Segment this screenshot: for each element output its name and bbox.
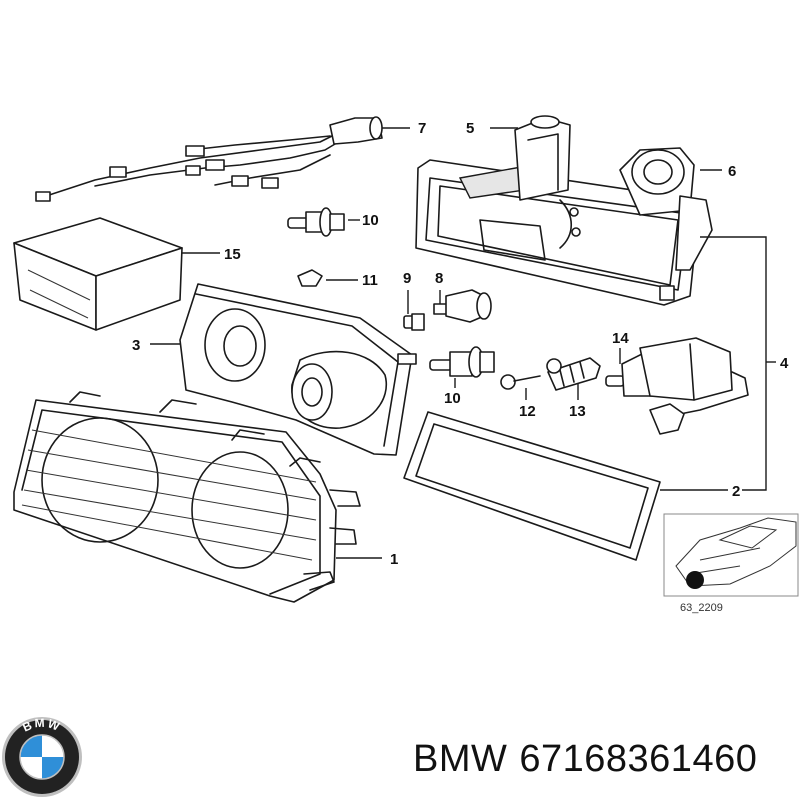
part-number: 67168361460 [519, 738, 758, 780]
part-10-bulb-top [287, 207, 345, 237]
callout-11: 11 [362, 272, 378, 289]
inset-car-thumbnail: 63_2209 [663, 513, 799, 614]
callout-15: 15 [224, 246, 241, 263]
callout-3: 3 [132, 337, 140, 354]
callout-7: 7 [418, 120, 426, 137]
part-10-bulb-lower [429, 346, 495, 378]
highlight-dot [686, 571, 704, 589]
part-15-box [13, 217, 183, 331]
callout-12: 12 [519, 403, 536, 420]
part-14-leveling-motor [605, 337, 749, 435]
callout-13: 13 [569, 403, 586, 420]
callout-1: 1 [390, 551, 398, 568]
callout-labels: 1 2 3 4 5 6 7 8 9 10 10 11 12 13 14 15 [132, 120, 789, 568]
brand-name: BMW [413, 738, 508, 780]
callout-10-lower: 10 [444, 390, 461, 407]
inset-code: 63_2209 [680, 602, 723, 614]
part-11-clip [297, 269, 323, 287]
callout-14: 14 [612, 330, 629, 347]
part-7-wiring-harness [35, 116, 383, 202]
part-1-lens [13, 391, 361, 603]
part-caption: BMW 67168361460 [413, 738, 798, 788]
part-2-gasket [403, 411, 661, 561]
part-4-headlight-housing [415, 115, 713, 306]
part-12-screw [500, 374, 541, 390]
logo-letters: BMW [20, 716, 61, 735]
leader-lines [150, 127, 776, 559]
callout-10-top: 10 [362, 212, 379, 229]
callout-8: 8 [435, 270, 443, 287]
callout-5: 5 [466, 120, 474, 137]
part-8-socket [433, 289, 492, 323]
callout-6: 6 [728, 163, 736, 180]
svg-text:BMW: BMW [20, 716, 63, 735]
callout-2: 2 [732, 483, 740, 500]
callout-4: 4 [780, 355, 789, 372]
part-9-small-bulb [403, 313, 425, 331]
part-3-reflector [179, 283, 417, 456]
bmw-logo: BMW [2, 716, 82, 797]
callout-9: 9 [403, 270, 411, 287]
part-13-adjuster [546, 357, 601, 391]
